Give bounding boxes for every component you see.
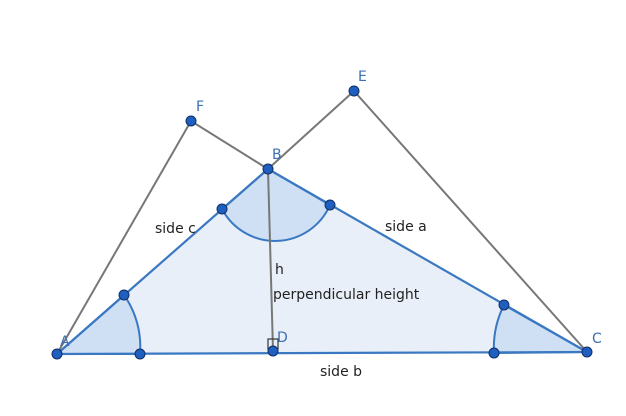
label-point-c: C	[592, 331, 602, 347]
point-d[interactable]	[267, 345, 279, 357]
label-point-f: F	[196, 99, 204, 115]
angle-c-endpoint-2[interactable]	[488, 347, 500, 359]
angle-b-endpoint-2[interactable]	[324, 199, 336, 211]
point-c[interactable]	[581, 346, 593, 358]
angle-b-endpoint-1[interactable]	[216, 203, 228, 215]
label-side-c: side c	[155, 221, 196, 237]
angle-a-endpoint-1[interactable]	[118, 289, 130, 301]
label-point-b: B	[272, 147, 282, 163]
label-point-e: E	[358, 69, 367, 85]
line-e-c	[353, 90, 588, 353]
label-side-a: side a	[385, 219, 427, 235]
label-point-d: D	[277, 330, 288, 346]
angle-c-endpoint-1[interactable]	[498, 299, 510, 311]
side-c-line	[56, 168, 269, 355]
label-side-b: side b	[320, 364, 362, 380]
point-a[interactable]	[51, 348, 63, 360]
point-b[interactable]	[262, 163, 274, 175]
line-b-e	[267, 90, 355, 170]
label-perpendicular-height: perpendicular height	[273, 287, 420, 303]
line-a-f	[56, 120, 192, 355]
point-e[interactable]	[348, 85, 360, 97]
point-f[interactable]	[185, 115, 197, 127]
side-a-line	[267, 168, 588, 353]
label-h: h	[275, 262, 284, 278]
label-point-a: A	[60, 334, 70, 350]
line-f-b	[190, 120, 269, 170]
triangle-abc	[57, 169, 587, 354]
angle-a-endpoint-2[interactable]	[134, 348, 146, 360]
angle-c-sector	[492, 303, 591, 355]
height-line	[267, 168, 274, 352]
